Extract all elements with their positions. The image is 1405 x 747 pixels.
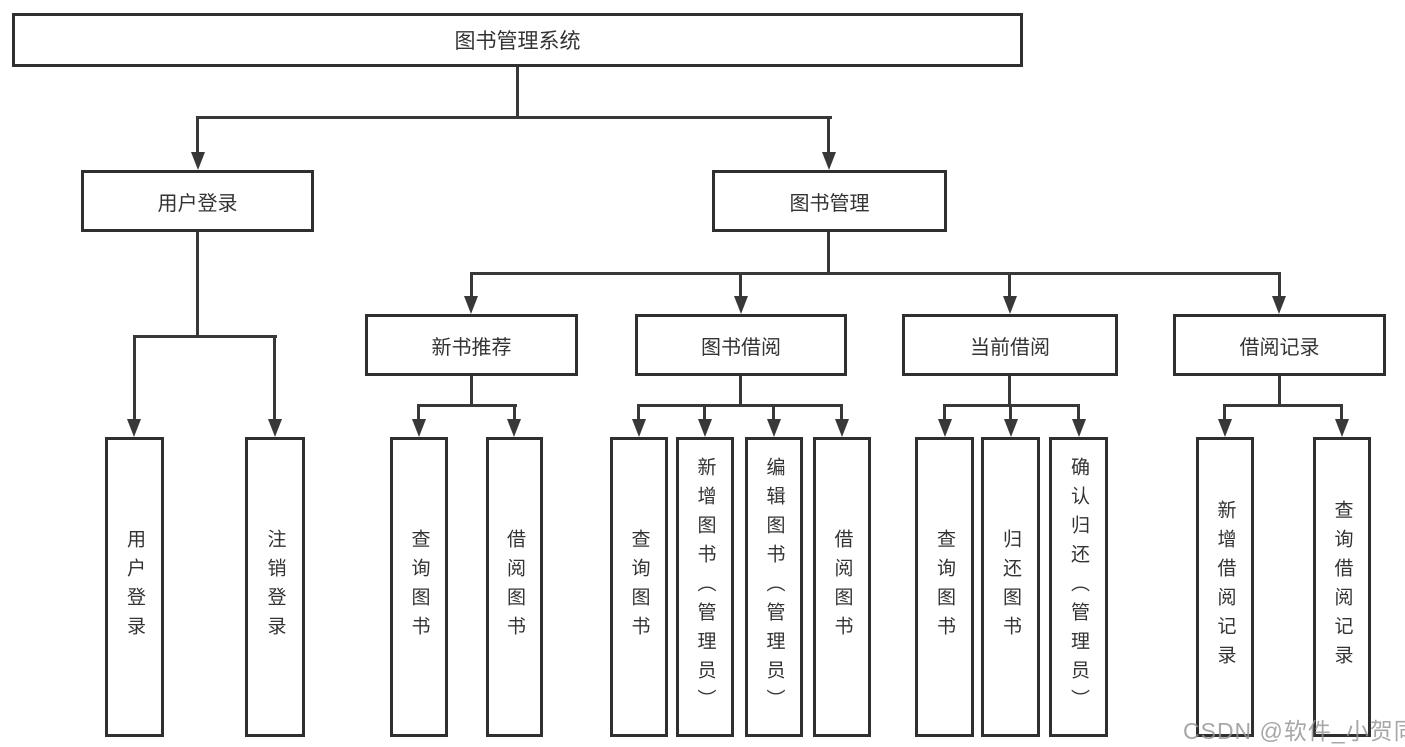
arrow-down-icon bbox=[938, 419, 952, 437]
connector-line bbox=[1008, 376, 1011, 407]
node-user-login: 用户登录 bbox=[81, 170, 314, 232]
arrow-down-icon bbox=[1072, 419, 1086, 437]
arrow-down-icon bbox=[412, 419, 426, 437]
connector-line bbox=[516, 67, 519, 119]
arrow-down-icon bbox=[1335, 419, 1349, 437]
node-current-borrowing: 当前借阅 bbox=[902, 314, 1118, 376]
arrow-down-icon bbox=[464, 296, 478, 314]
arrow-down-icon bbox=[734, 296, 748, 314]
connector-line bbox=[739, 376, 742, 407]
arrow-down-icon bbox=[268, 419, 282, 437]
watermark-text: CSDN @软件_小贺同学 bbox=[1183, 718, 1405, 744]
connector-line bbox=[840, 407, 843, 419]
connector-line bbox=[273, 338, 276, 419]
connector-line bbox=[1278, 376, 1281, 407]
connector-line bbox=[637, 404, 843, 407]
connector-line bbox=[943, 407, 946, 419]
connector-line bbox=[513, 407, 516, 419]
connector-line bbox=[943, 404, 1080, 407]
connector-line bbox=[196, 232, 199, 338]
connector-line bbox=[470, 272, 1281, 275]
connector-line bbox=[470, 275, 473, 296]
leaf-confirm-return-admin: 确认归还（管理员） bbox=[1049, 437, 1108, 737]
node-borrowing-records: 借阅记录 bbox=[1173, 314, 1386, 376]
connector-line bbox=[1009, 407, 1012, 419]
connector-line bbox=[703, 407, 706, 419]
arrow-down-icon bbox=[127, 419, 141, 437]
connector-line bbox=[827, 119, 830, 153]
leaf-return-books: 归还图书 bbox=[981, 437, 1040, 737]
leaf-query-books-3: 查询图书 bbox=[915, 437, 974, 737]
arrow-down-icon bbox=[1004, 419, 1018, 437]
node-root: 图书管理系统 bbox=[12, 13, 1023, 67]
connector-line bbox=[417, 407, 420, 419]
connector-line bbox=[739, 275, 742, 296]
arrow-down-icon bbox=[767, 419, 781, 437]
arrow-down-icon bbox=[1218, 419, 1232, 437]
connector-line bbox=[772, 407, 775, 419]
connector-line bbox=[196, 119, 199, 153]
connector-line bbox=[133, 338, 136, 419]
leaf-edit-book-admin: 编辑图书（管理员） bbox=[745, 437, 803, 737]
connector-line bbox=[1223, 404, 1343, 407]
arrow-down-icon bbox=[1003, 296, 1017, 314]
connector-line bbox=[637, 407, 640, 419]
node-new-book-recommendation: 新书推荐 bbox=[365, 314, 578, 376]
arrow-down-icon bbox=[698, 419, 712, 437]
connector-line bbox=[1278, 275, 1281, 296]
connector-line bbox=[1223, 407, 1226, 419]
connector-line bbox=[417, 404, 517, 407]
connector-line bbox=[827, 232, 830, 275]
leaf-query-books-1: 查询图书 bbox=[390, 437, 448, 737]
connector-line bbox=[1340, 407, 1343, 419]
leaf-add-borrow-record: 新增借阅记录 bbox=[1196, 437, 1254, 737]
arrow-down-icon bbox=[1272, 296, 1286, 314]
leaf-query-books-2: 查询图书 bbox=[610, 437, 668, 737]
leaf-user-login: 用户登录 bbox=[105, 437, 164, 737]
leaf-add-book-admin: 新增图书（管理员） bbox=[676, 437, 734, 737]
connector-line bbox=[1008, 275, 1011, 296]
leaf-borrow-books-1: 借阅图书 bbox=[486, 437, 543, 737]
connector-line bbox=[196, 116, 832, 119]
arrow-down-icon bbox=[835, 419, 849, 437]
arrow-down-icon bbox=[191, 152, 205, 170]
arrow-down-icon bbox=[822, 152, 836, 170]
connector-line bbox=[470, 376, 473, 407]
leaf-query-borrow-record: 查询借阅记录 bbox=[1313, 437, 1371, 737]
leaf-logout-login: 注销登录 bbox=[245, 437, 305, 737]
node-book-management: 图书管理 bbox=[712, 170, 947, 232]
arrow-down-icon bbox=[632, 419, 646, 437]
node-book-borrowing: 图书借阅 bbox=[635, 314, 847, 376]
leaf-borrow-books-2: 借阅图书 bbox=[813, 437, 871, 737]
connector-line bbox=[133, 335, 277, 338]
arrow-down-icon bbox=[507, 419, 521, 437]
connector-line bbox=[1077, 407, 1080, 419]
